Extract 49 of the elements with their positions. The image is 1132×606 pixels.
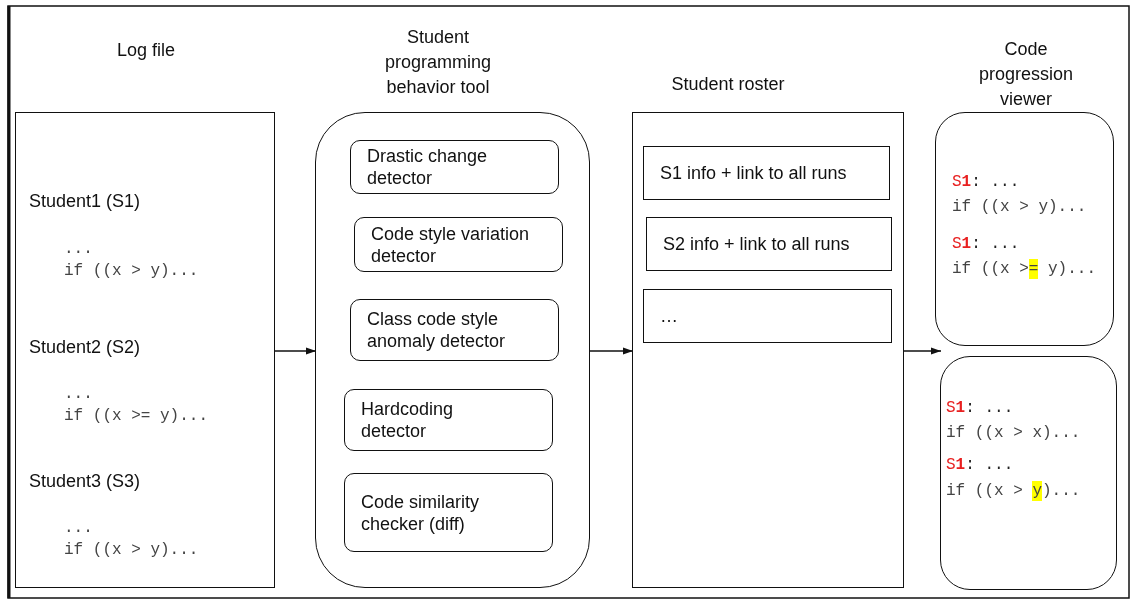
code-line: if ((x > y)... [64, 540, 199, 560]
highlighted-code: = [1028, 259, 1039, 279]
arrow [589, 347, 634, 355]
student-label: Student1 (S1) [29, 191, 141, 212]
detector-box [350, 140, 559, 194]
student-id: S1 [946, 398, 966, 418]
code-line: )... [1042, 481, 1081, 501]
code-line: if ((x > y)... [952, 197, 1087, 217]
code-line: if ((x >= y)... [64, 406, 209, 426]
detector-label: Class code style anomaly detector [366, 308, 507, 352]
detector-box [354, 217, 563, 272]
arrow [903, 347, 942, 355]
panel-title: Code progression viewer [977, 38, 1075, 111]
entry-text: S2 info + link to all runs [662, 233, 851, 255]
student-id: S1 [952, 172, 972, 192]
roster-entry [643, 146, 890, 200]
panel-title: Student programming behavior tool [383, 26, 492, 99]
detector-label: Code similarity checker (diff) [360, 490, 481, 535]
panel-title: Log file [115, 39, 176, 62]
code-line: if ((x > [952, 259, 1029, 279]
panel-title: Student roster [670, 73, 786, 96]
arrow [274, 347, 317, 355]
detector-label: Code style variation detector [370, 222, 531, 267]
code-text: : ... [965, 398, 1014, 418]
code-text: : ... [971, 172, 1020, 192]
student-label: Student2 (S2) [29, 337, 141, 358]
code-line: if ((x > y)... [64, 261, 199, 281]
student-label: Student3 (S3) [29, 471, 141, 492]
detector-label: Drastic change detector [366, 145, 489, 189]
detector-box [350, 299, 559, 361]
code-line: ... [64, 384, 93, 404]
code-line: ... [64, 518, 93, 538]
student-id: S1 [946, 455, 966, 475]
entry-text: … [659, 305, 679, 327]
code-viewer-panel [940, 356, 1117, 590]
student-id: S1 [952, 234, 972, 254]
code-text: : ... [971, 234, 1020, 254]
entry-text: S1 info + link to all runs [659, 162, 848, 184]
detector-box [344, 389, 553, 451]
code-line: if ((x > [946, 481, 1023, 501]
code-line: if ((x > x)... [946, 423, 1081, 443]
highlighted-code: y [1032, 481, 1042, 501]
code-text: : ... [965, 455, 1014, 475]
checker-box [344, 473, 553, 552]
detector-label: Hardcoding detector [360, 398, 455, 442]
roster-entry [646, 217, 892, 271]
code-text: y)... [1048, 259, 1097, 279]
code-line: ... [64, 239, 93, 259]
roster-entry [643, 289, 892, 343]
